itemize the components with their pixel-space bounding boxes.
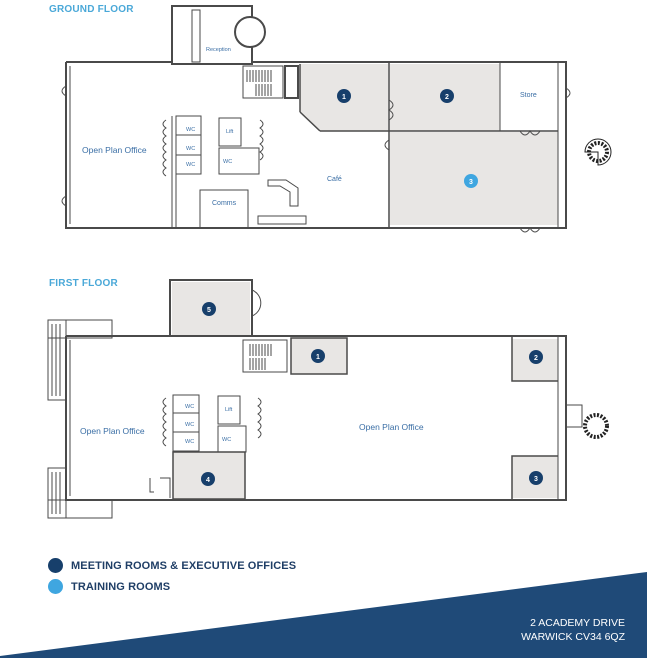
legend: MEETING ROOMS & EXECUTIVE OFFICES TRAINI…: [48, 555, 296, 597]
label-wc: WC: [222, 437, 231, 443]
spiral-staircase-icon: [584, 138, 612, 166]
room-badge-ff-5: 5: [202, 302, 216, 316]
address-line-1: 2 ACADEMY DRIVE: [530, 617, 625, 629]
legend-label: TRAINING ROOMS: [71, 580, 171, 593]
svg-text:3: 3: [469, 179, 473, 186]
meeting-dot-icon: [48, 558, 63, 573]
label-wc: WC: [186, 127, 195, 133]
label-lift: Lift: [226, 129, 234, 135]
legend-item-training: TRAINING ROOMS: [48, 576, 296, 597]
first-floor-title: FIRST FLOOR: [49, 278, 118, 289]
svg-text:2: 2: [534, 355, 538, 362]
room-badge-gf-1: 1: [337, 89, 351, 103]
room-badge-gf-3: 3: [464, 174, 478, 188]
room-badge-ff-1: 1: [311, 349, 325, 363]
label-open-plan-office-left: Open Plan Office: [80, 426, 145, 436]
label-wc: WC: [185, 422, 194, 428]
footer-band: [0, 572, 647, 658]
label-wc: WC: [186, 162, 195, 168]
svg-text:1: 1: [342, 94, 346, 101]
address: 2 ACADEMY DRIVE WARWICK CV34 6QZ: [521, 616, 625, 644]
svg-text:1: 1: [316, 354, 320, 361]
first-floor-plan: [47, 279, 609, 519]
svg-text:2: 2: [445, 94, 449, 101]
label-wc: WC: [185, 439, 194, 445]
label-reception: Reception: [206, 47, 231, 53]
ground-floor-title: GROUND FLOOR: [49, 4, 134, 15]
ground-floor-plan: [61, 5, 612, 233]
label-wc: WC: [223, 159, 232, 165]
label-open-plan-office-main: Open Plan Office: [359, 422, 424, 432]
legend-label: MEETING ROOMS & EXECUTIVE OFFICES: [71, 559, 297, 572]
label-wc: WC: [185, 404, 194, 410]
room-badge-ff-2: 2: [529, 350, 543, 364]
svg-text:4: 4: [206, 477, 210, 484]
label-comms: Comms: [212, 200, 237, 207]
room-badge-ff-3: 3: [529, 471, 543, 485]
label-lift: Lift: [225, 407, 233, 413]
training-dot-icon: [48, 579, 63, 594]
svg-text:3: 3: [534, 476, 538, 483]
label-wc: WC: [186, 146, 195, 152]
label-store: Store: [520, 92, 537, 99]
svg-text:5: 5: [207, 307, 211, 314]
label-cafe: Café: [327, 176, 342, 183]
legend-item-meeting: MEETING ROOMS & EXECUTIVE OFFICES: [48, 555, 296, 576]
room-badge-ff-4: 4: [201, 472, 215, 486]
address-line-2: WARWICK CV34 6QZ: [521, 631, 625, 643]
label-open-plan-office: Open Plan Office: [82, 145, 147, 155]
floor-plans: Reception Open Plan Office Lift WC WC WC…: [47, 5, 612, 519]
room-badge-gf-2: 2: [440, 89, 454, 103]
